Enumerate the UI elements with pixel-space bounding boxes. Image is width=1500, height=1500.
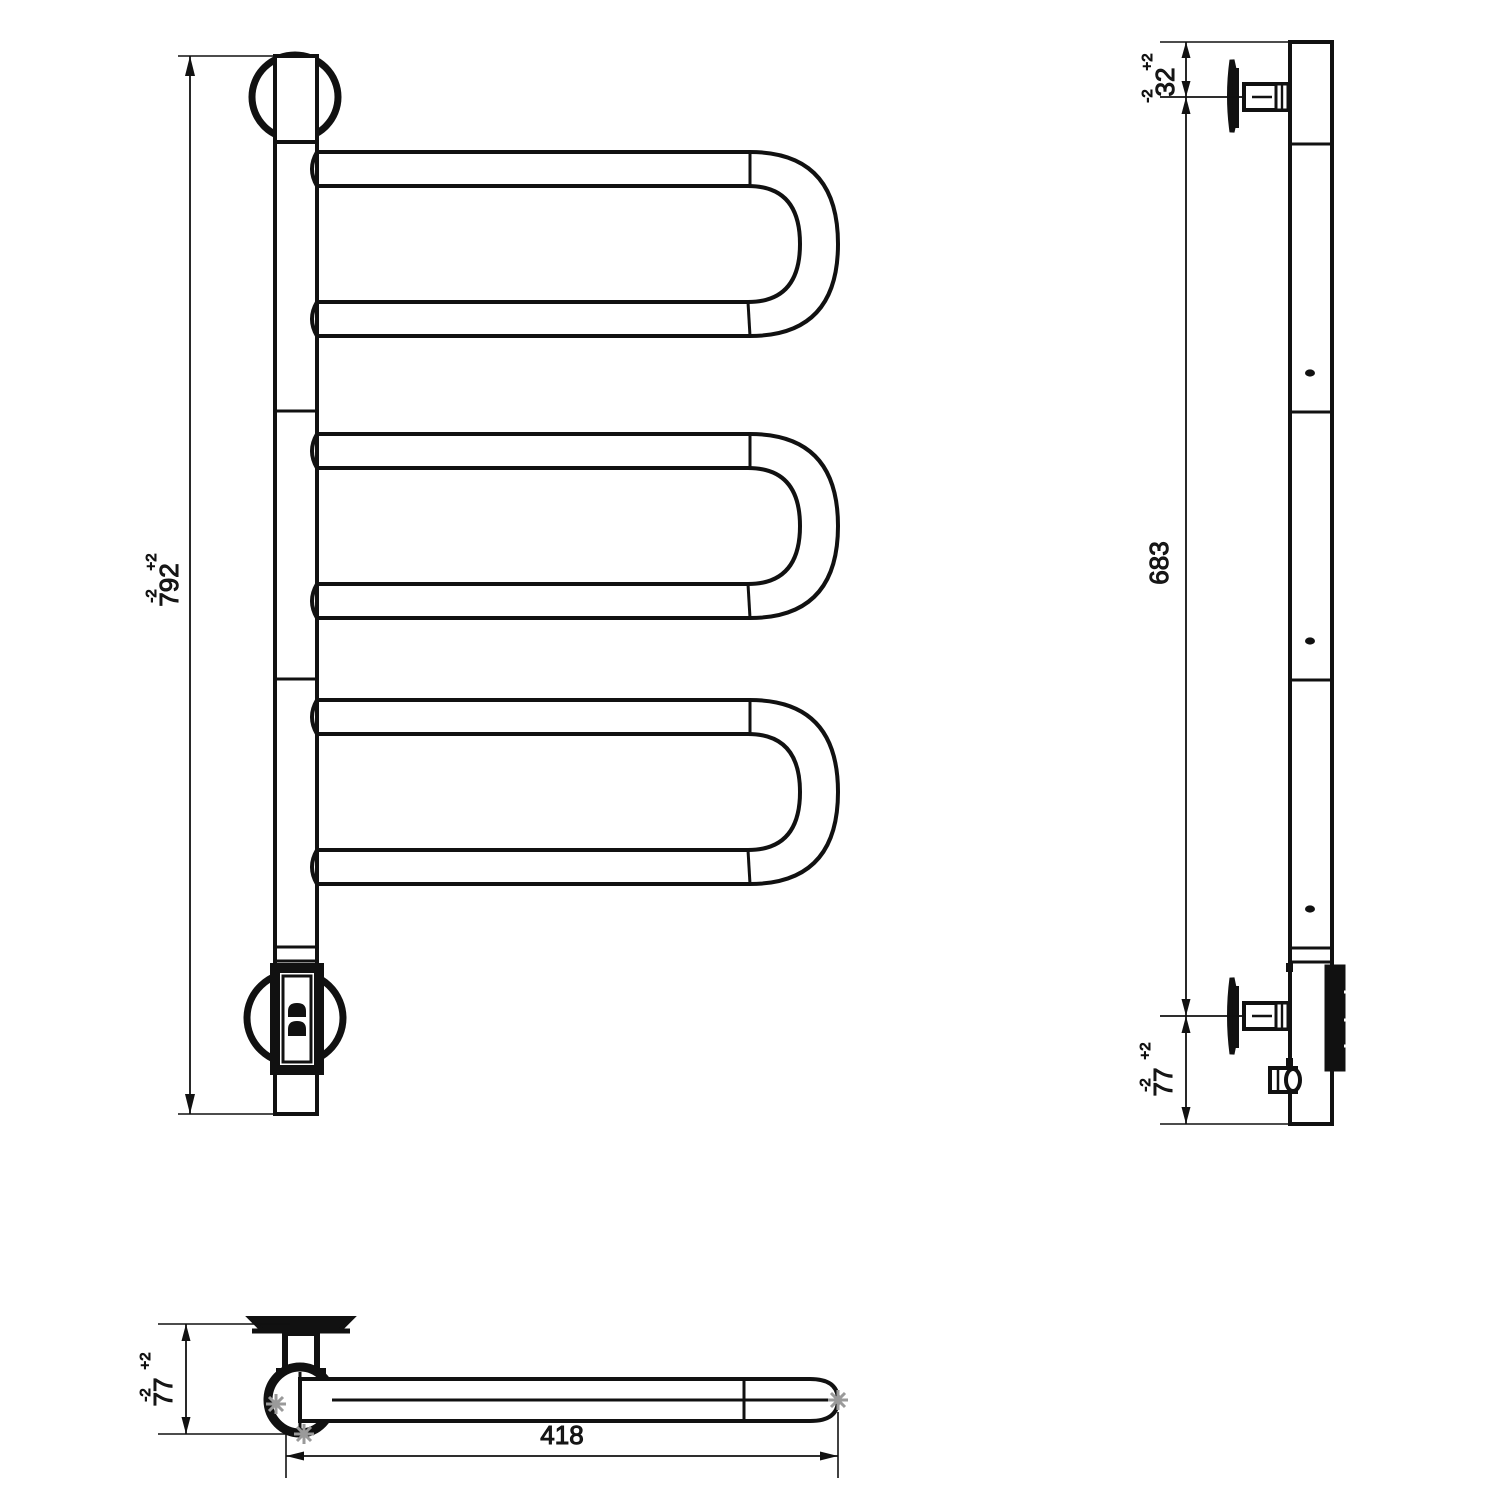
dim-77-top-value: 77 <box>148 1378 178 1407</box>
dimension-top-bracket-offset: 32 +2 -2 <box>1139 41 1290 103</box>
arrow-top <box>181 1324 191 1341</box>
hole-dimple-lower <box>1305 905 1315 913</box>
arrow-left <box>286 1451 304 1461</box>
dim-683-value: 683 <box>1144 541 1174 584</box>
arrow-bottom <box>1181 1107 1191 1124</box>
towel-bar-upper <box>310 150 840 338</box>
dim-792-tol-plus: +2 <box>143 553 160 570</box>
arrow-right <box>820 1451 838 1461</box>
arrow-bottom <box>1181 81 1191 97</box>
dimension-bracket-centres: 683 <box>1144 96 1244 1017</box>
dim-792-value: 792 <box>154 563 184 606</box>
indicator-icon <box>288 1021 306 1036</box>
arrow-bottom <box>1181 999 1191 1016</box>
side-bottom-wall-bracket <box>1227 977 1290 1055</box>
dimension-bottom-bracket-offset: 77 +2 -2 <box>1137 1015 1290 1125</box>
towel-bar-middle <box>310 432 840 620</box>
vertical-rail <box>273 54 319 1116</box>
dim-32-tol-minus: -2 <box>1139 89 1156 102</box>
dim-32-tol-plus: +2 <box>1139 53 1156 70</box>
tube-rail-junctions <box>310 150 319 886</box>
dim-32-value: 32 <box>1150 68 1180 97</box>
arrow-top <box>1181 1016 1191 1033</box>
hole-dimple-upper <box>1305 369 1315 377</box>
side-mount-tabs <box>1286 963 1293 1067</box>
arrow-top <box>1181 97 1191 114</box>
dim-77-side-tol-plus: +2 <box>1137 1042 1154 1059</box>
towel-bar-lower <box>310 698 840 886</box>
dim-77-top-tol-minus: -2 <box>137 1388 154 1401</box>
dimension-projection-depth: 77 +2 -2 <box>137 1323 290 1435</box>
dimension-overall-width: 418 <box>285 1412 839 1478</box>
top-view-weld-marks <box>266 1390 848 1444</box>
front-view-group <box>243 51 840 1116</box>
side-view-group <box>1227 40 1352 1126</box>
arrow-bottom <box>181 1417 191 1434</box>
side-rail-body <box>1288 40 1334 1126</box>
dim-792-tol-minus: -2 <box>143 589 160 602</box>
side-top-wall-bracket <box>1227 59 1290 133</box>
arrow-bottom <box>185 1094 195 1114</box>
side-power-inlet <box>1268 1066 1302 1106</box>
dim-77-top-tol-plus: +2 <box>137 1352 154 1369</box>
dim-77-side-value: 77 <box>1148 1068 1178 1097</box>
top-view-bar <box>298 1377 841 1423</box>
top-view-group <box>245 1316 848 1444</box>
control-knob-icon <box>288 1003 306 1017</box>
side-heating-element <box>1324 964 1352 1072</box>
dim-77-side-tol-minus: -2 <box>1137 1078 1154 1091</box>
hole-dimple-middle <box>1305 637 1315 645</box>
dim-418-value: 418 <box>540 1420 583 1450</box>
arrow-top <box>1181 42 1191 58</box>
side-rail-holes <box>1305 369 1315 913</box>
control-housing <box>270 963 324 1075</box>
arrow-top <box>185 56 195 76</box>
dimension-overall-height: 792 +2 -2 <box>143 55 278 1115</box>
